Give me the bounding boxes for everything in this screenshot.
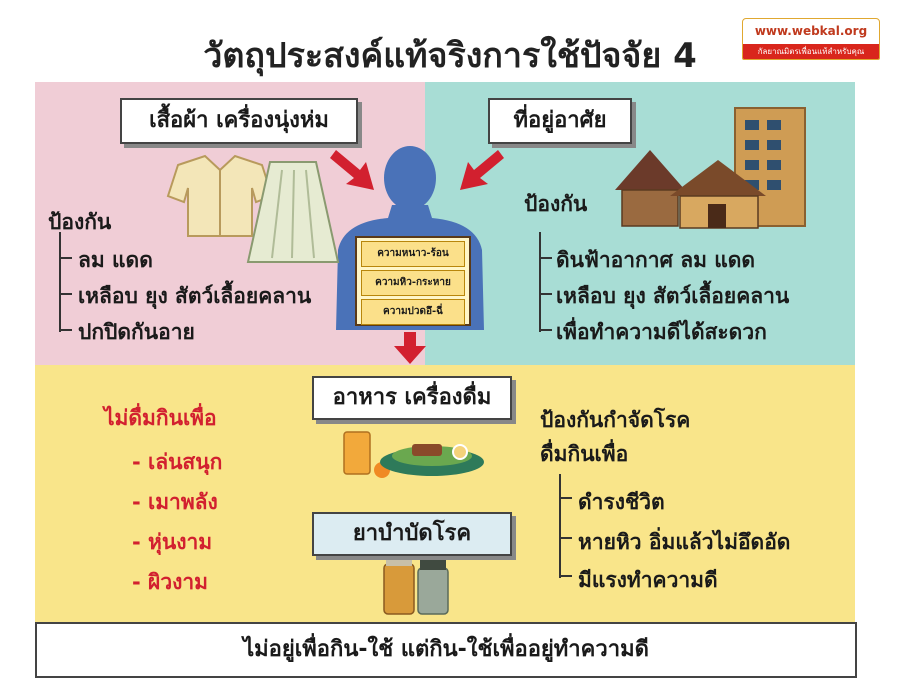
body-need-item: ความหนาว-ร้อน (361, 241, 465, 267)
tall-building-illustration (734, 107, 806, 227)
skirt-illustration (246, 161, 340, 263)
shelter-item: ดินฟ้าอากาศ ลม แดด (556, 248, 756, 272)
food-illustration (343, 431, 484, 478)
medicine-label: ยาบำบัดโรค (312, 512, 512, 556)
clothing-item: ปกปิดกันอาย (78, 320, 195, 344)
body-need-item: ความปวดอึ-ฉี่ (361, 299, 465, 325)
shelter-item: เพื่อทำความดีได้สะดวก (556, 320, 767, 344)
not-for-item: - หุ่นงาม (132, 530, 213, 554)
for-item: ดำรงชีวิต (578, 490, 665, 514)
person-head (384, 146, 436, 210)
logo-url: www.webkal.org (754, 24, 868, 38)
bracket-lines (59, 232, 572, 578)
not-for-item: - เล่นสนุก (132, 450, 223, 474)
not-for-heading: ไม่ดื่มกินเพื่อ (104, 406, 217, 430)
shelter-label: ที่อยู่อาศัย (488, 98, 632, 144)
shirt-illustration (166, 154, 274, 237)
arrow-from-clothing (330, 150, 374, 190)
thai-house-illustration (615, 150, 766, 229)
red-arrows (330, 150, 504, 364)
body-needs-box: ความหนาว-ร้อน ความหิว-กระหาย ความปวดอึ-ฉ… (355, 236, 471, 326)
not-for-item: - ผิวงาม (132, 570, 209, 594)
for-item: หายหิว อิ่มแล้วไม่อึดอัด (578, 530, 791, 554)
for-heading-1: ป้องกันกำจัดโรค (540, 408, 691, 432)
medicine-illustration (383, 556, 449, 615)
clothing-item: เหลือบ ยุง สัตว์เลื้อยคลาน (78, 284, 312, 308)
arrow-from-shelter (460, 150, 504, 190)
not-for-item: - เมาพลัง (132, 490, 218, 514)
shelter-heading: ป้องกัน (524, 192, 588, 216)
clothing-heading: ป้องกัน (48, 210, 112, 234)
for-item: มีแรงทำความดี (578, 568, 718, 592)
page-title: วัตถุประสงค์แท้จริงการใช้ปัจจัย 4 (203, 36, 697, 76)
shelter-item: เหลือบ ยุง สัตว์เลื้อยคลาน (556, 284, 790, 308)
body-need-item: ความหิว-กระหาย (361, 270, 465, 296)
arrow-down (394, 332, 426, 364)
clothing-label: เสื้อผ้า เครื่องนุ่งห่ม (120, 98, 358, 144)
for-heading-2: ดื่มกินเพื่อ (540, 442, 629, 466)
footer-motto: ไม่อยู่เพื่อกิน-ใช้ แต่กิน-ใช้เพื่ออยู่ท… (35, 622, 857, 678)
food-label: อาหาร เครื่องดื่ม (312, 376, 512, 420)
clothing-item: ลม แดด (78, 248, 153, 272)
logo-tagline: กัลยาณมิตรเพื่อนแท้สำหรับคุณ (743, 44, 879, 59)
site-logo[interactable]: www.webkal.org กัลยาณมิตรเพื่อนแท้สำหรับ… (742, 18, 880, 60)
